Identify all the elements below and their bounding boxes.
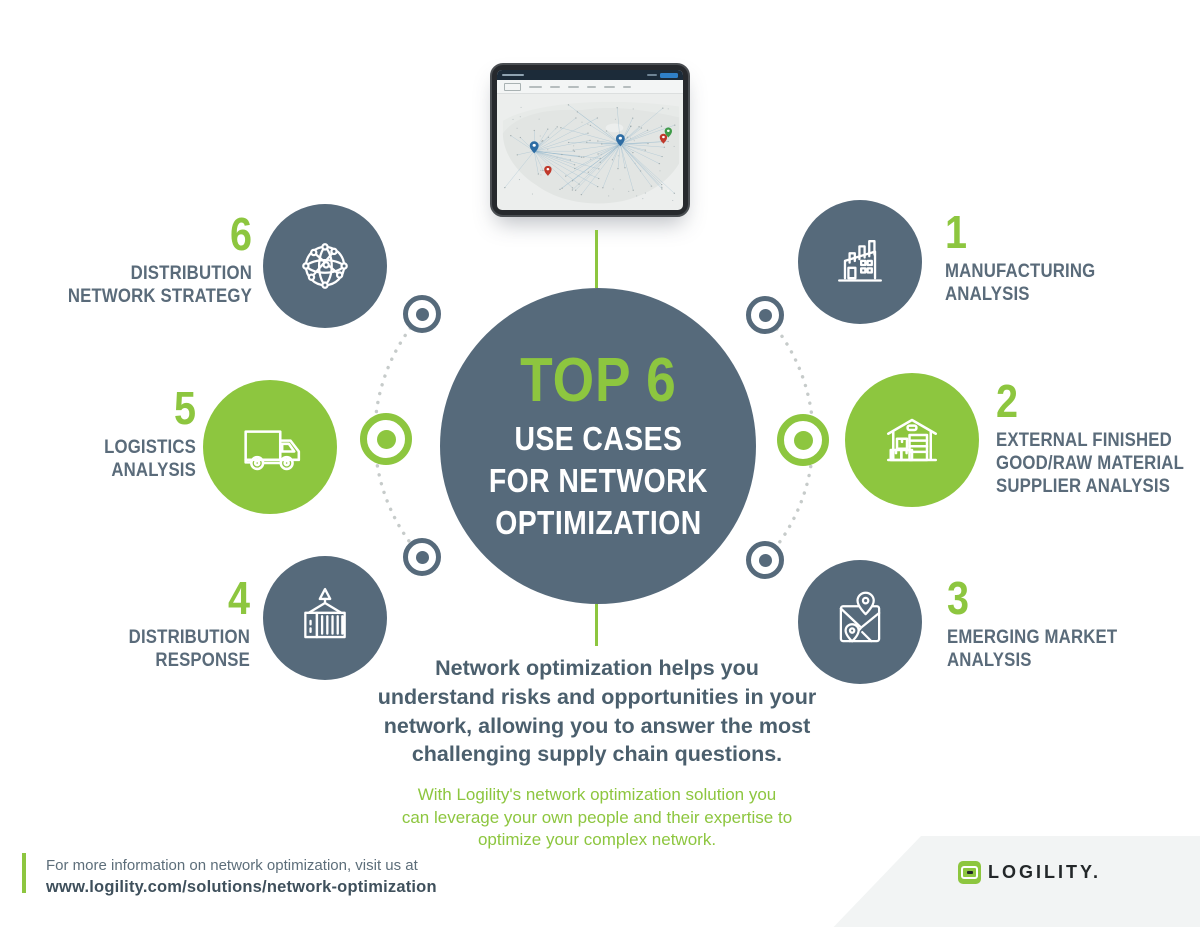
item-3-label: EMERGING MARKET ANALYSIS: [947, 626, 1118, 672]
item-5-label: LOGISTICS ANALYSIS: [104, 436, 196, 482]
item-3-number: 3: [947, 572, 970, 624]
item-5-text: 5 LOGISTICS ANALYSIS: [50, 382, 196, 482]
marker-bullseye-green: [360, 413, 412, 465]
item-6-circle: [263, 204, 387, 328]
connector-line-top: [595, 230, 598, 288]
marker-bullseye: [746, 541, 784, 579]
item-2-circle: [845, 373, 979, 507]
network-map: [502, 101, 680, 204]
tablet-screen: [497, 70, 683, 210]
item-1-text: 1 MANUFACTURING ANALYSIS: [945, 206, 1143, 306]
marker-bullseye: [403, 295, 441, 333]
app-toolbar: [497, 80, 683, 94]
item-4-circle: [263, 556, 387, 680]
warehouse-icon: [887, 418, 937, 462]
item-5-number: 5: [173, 382, 196, 434]
logility-wordmark: LOGILITY.: [988, 862, 1102, 882]
toolbar-item: [550, 85, 560, 88]
footer-text: For more information on network optimiza…: [46, 855, 437, 899]
item-3-text: 3 EMERGING MARKET ANALYSIS: [947, 572, 1153, 672]
toolbar-chip: [504, 82, 521, 91]
app-logo-placeholder: [502, 73, 524, 77]
item-2-label: EXTERNAL FINISHED GOOD/RAW MATERIAL SUPP…: [996, 429, 1185, 498]
marker-bullseye: [746, 296, 784, 334]
item-2-number: 2: [996, 375, 1019, 427]
connector-line-bottom: [595, 604, 598, 646]
central-title-circle: TOP 6 USE CASES FOR NETWORK OPTIMIZATION: [440, 288, 756, 604]
toolbar-item: [529, 85, 542, 88]
globe-network-icon: [302, 243, 348, 289]
network-nodes: [504, 104, 676, 202]
toolbar-item: [587, 85, 596, 88]
description-block: Network optimization helps you understan…: [317, 654, 877, 852]
title-highlight: TOP 6: [519, 346, 677, 415]
container-icon: [304, 587, 346, 639]
factory-icon: [838, 240, 882, 282]
item-1-number: 1: [945, 206, 968, 258]
tablet-device: [490, 63, 690, 217]
item-6-number: 6: [229, 208, 252, 260]
header-text-placeholder: [647, 73, 657, 77]
item-6-text: 6 DISTRIBUTION NETWORK STRATEGY: [54, 208, 252, 308]
toolbar-item: [604, 85, 615, 88]
item-1-label: MANUFACTURING ANALYSIS: [945, 260, 1096, 306]
network-lines: [504, 104, 675, 195]
footer-url: www.logility.com/solutions/network-optim…: [46, 878, 437, 896]
item-4-text: 4 DISTRIBUTION RESPONSE: [78, 572, 250, 672]
app-header-bar: [497, 70, 683, 80]
footer-info-line: For more information on network optimiza…: [46, 857, 418, 874]
toolbar-item: [623, 85, 631, 88]
marker-bullseye: [403, 538, 441, 576]
description-secondary: With Logility's network optimization sol…: [401, 785, 793, 850]
item-4-label: DISTRIBUTION RESPONSE: [128, 626, 250, 672]
description-primary: Network optimization helps you understan…: [377, 656, 817, 767]
toolbar-item: [568, 85, 579, 88]
item-1-circle: [798, 200, 922, 324]
truck-icon: [244, 430, 301, 471]
title-rest: USE CASES FOR NETWORK OPTIMIZATION: [488, 420, 708, 542]
item-4-number: 4: [227, 572, 250, 624]
item-6-label: DISTRIBUTION NETWORK STRATEGY: [67, 262, 252, 308]
footer-accent-bar: [22, 853, 26, 893]
item-5-circle: [203, 380, 337, 514]
item-3-circle: [798, 560, 922, 684]
header-button-placeholder: [660, 72, 678, 78]
item-2-text: 2 EXTERNAL FINISHED GOOD/RAW MATERIAL SU…: [996, 375, 1194, 498]
map-icon: [839, 591, 881, 643]
logility-logo-icon: [958, 861, 981, 884]
logility-logo: LOGILITY.: [958, 861, 1101, 884]
marker-bullseye-green: [777, 414, 829, 466]
map-pins: [529, 127, 672, 176]
